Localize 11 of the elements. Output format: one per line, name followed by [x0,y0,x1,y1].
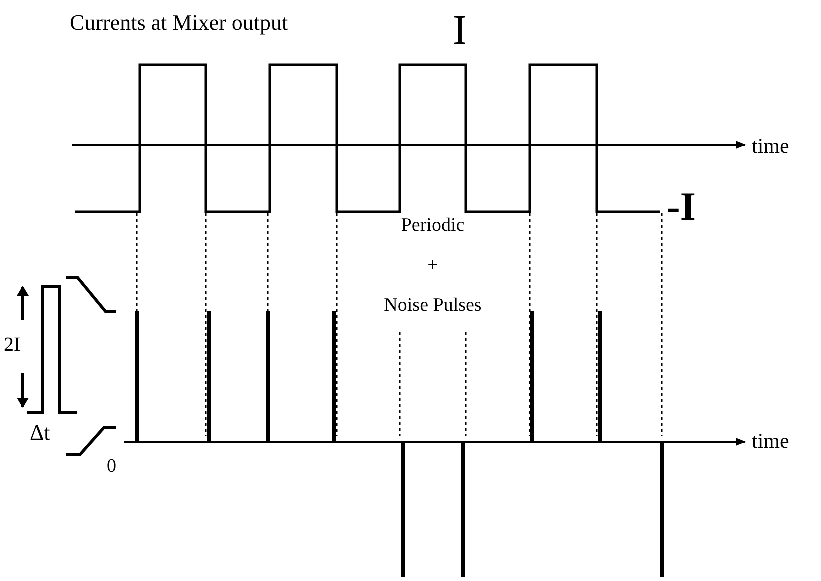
axis-label: Periodic [401,216,465,235]
axis-label: time [752,136,790,157]
axis-label: 0 [107,457,116,476]
axis-label: -I [667,187,696,227]
axis-label: time [752,431,790,452]
axis-label: 2I [4,335,21,355]
axis-label: + [428,256,438,275]
diagram-title: Currents at Mixer output [70,10,288,36]
axis-label: Δt [30,422,50,444]
axis-label: Noise Pulses [384,296,482,315]
axis-label: I [453,10,467,52]
